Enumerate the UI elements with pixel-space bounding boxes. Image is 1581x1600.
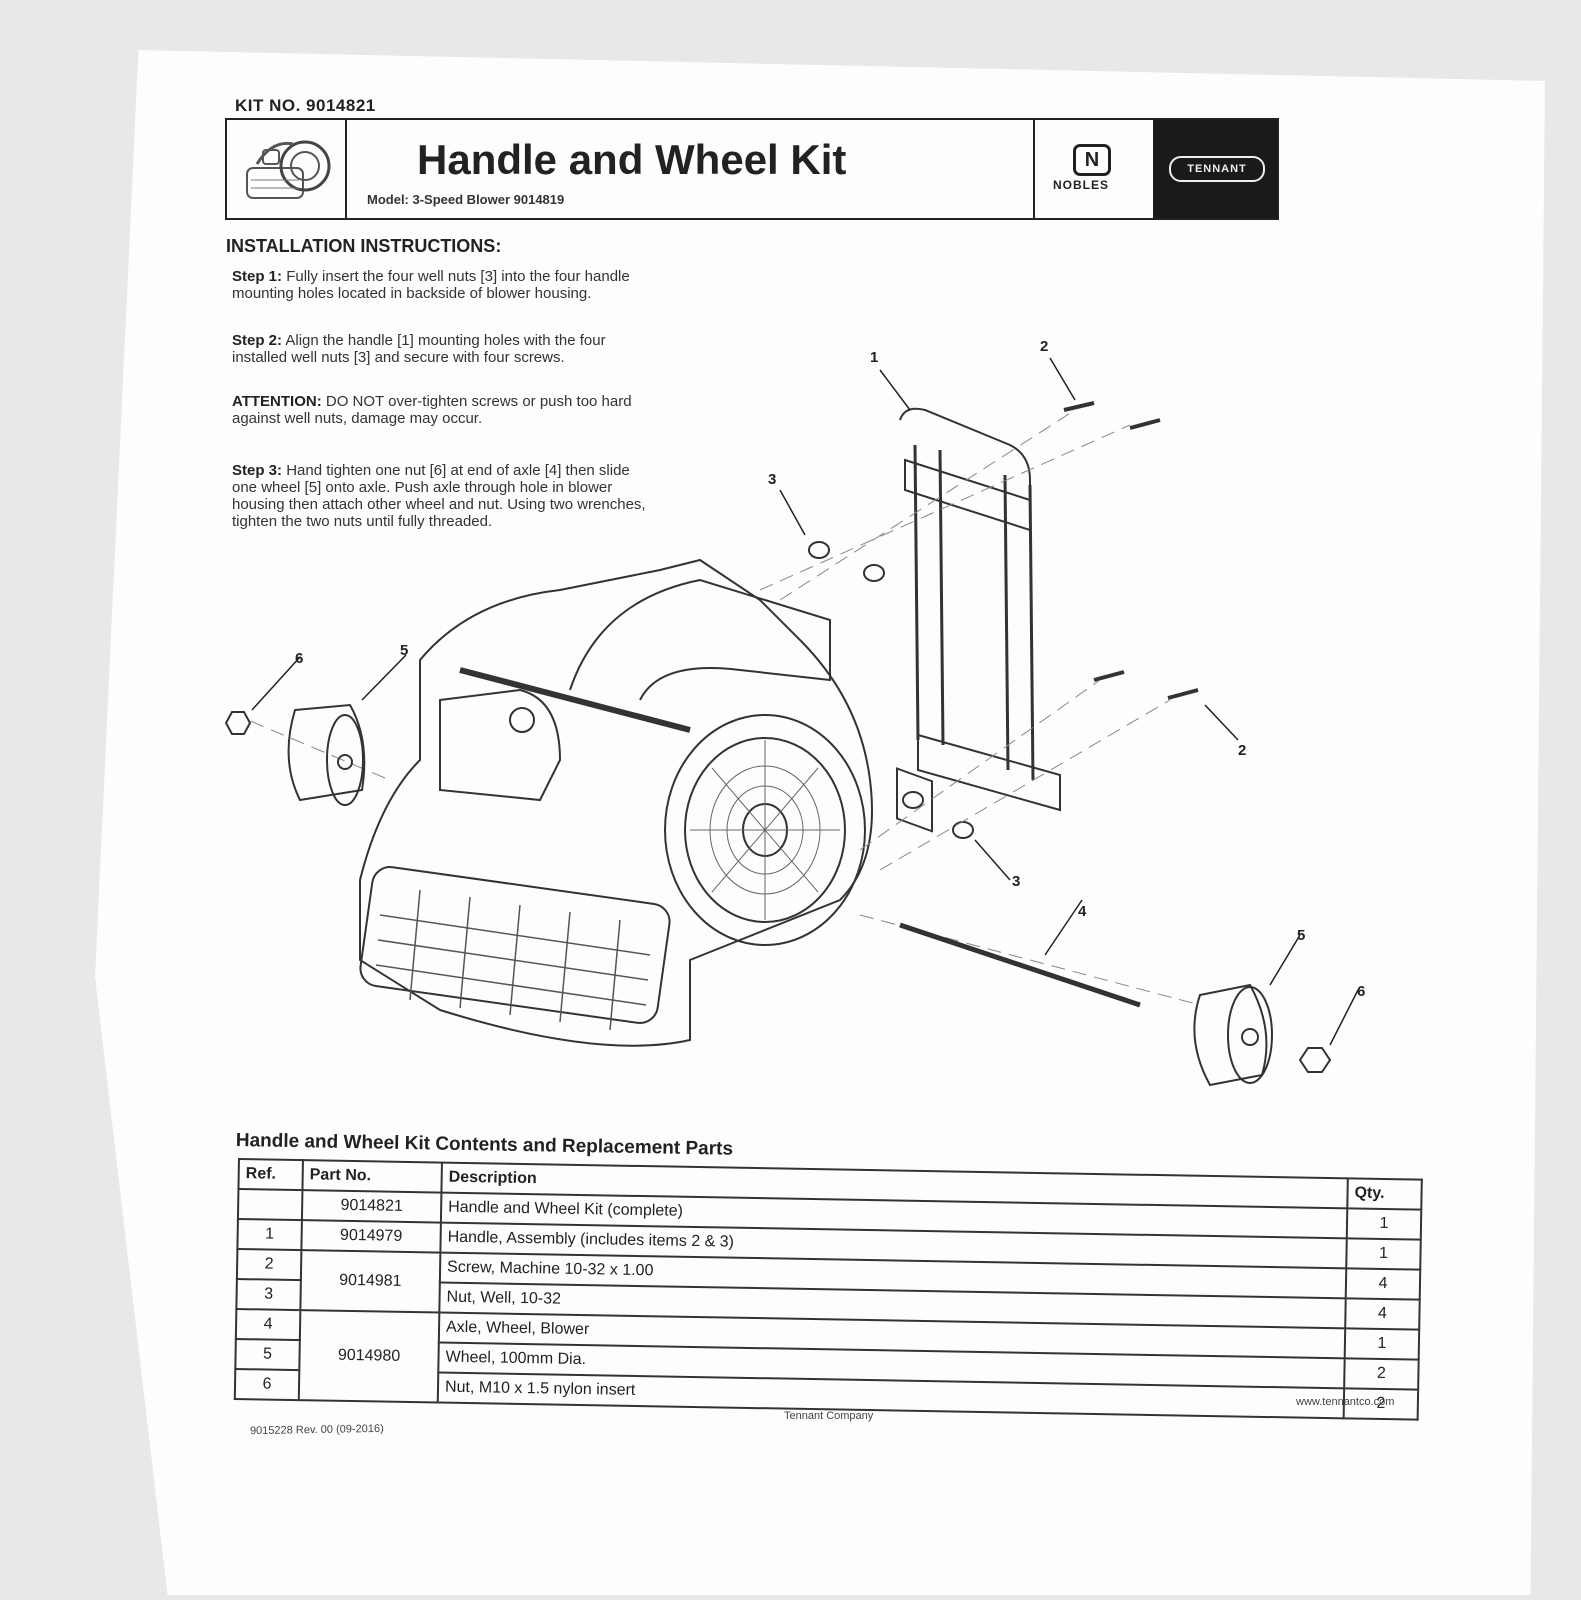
nobles-wordmark: NOBLES xyxy=(1053,178,1110,192)
qty-cell: 4 xyxy=(1345,1268,1421,1300)
callout-3-bottom: 3 xyxy=(1012,873,1020,890)
model-line: Model: 3-Speed Blower 9014819 xyxy=(367,192,565,207)
wheel-left xyxy=(287,703,366,802)
tennant-logo: TENNANT xyxy=(1153,120,1277,218)
ref-cell: 3 xyxy=(236,1278,301,1311)
nut-left xyxy=(224,711,252,735)
nut-right xyxy=(1298,1047,1332,1073)
header-ref: Ref. xyxy=(238,1159,303,1191)
ref-cell: 2 xyxy=(236,1249,302,1281)
kit-number: KIT NO. 9014821 xyxy=(235,96,376,115)
well-nut xyxy=(902,791,924,809)
axle xyxy=(899,922,1141,1008)
ref-cell: 4 xyxy=(235,1308,301,1341)
step-3-label: Step 3: xyxy=(232,462,283,479)
callout-6-left: 6 xyxy=(295,650,303,667)
attention-text: DO NOT over-tighten screws or push too h… xyxy=(232,393,632,427)
callout-4: 4 xyxy=(1078,903,1087,920)
blower-fan-outer xyxy=(664,714,866,946)
nobles-icon: N xyxy=(1073,144,1111,176)
blower-control-panel xyxy=(439,688,562,802)
header-box: Handle and Wheel Kit Model: 3-Speed Blow… xyxy=(225,118,1279,220)
header-part-no: Part No. xyxy=(302,1160,442,1193)
ref-cell: 5 xyxy=(235,1338,300,1371)
callout-2-bottom: 2 xyxy=(1238,742,1246,759)
callout-2-top: 2 xyxy=(1040,338,1048,355)
step-2: Step 2: Align the handle [1] mounting ho… xyxy=(232,332,652,366)
callout-6-right: 6 xyxy=(1357,983,1365,1000)
qty-cell: 1 xyxy=(1346,1208,1422,1240)
attention-note: ATTENTION: DO NOT over-tighten screws or… xyxy=(232,393,652,427)
part-cell: 9014979 xyxy=(301,1220,441,1253)
step-3: Step 3: Hand tighten one nut [6] at end … xyxy=(232,462,652,530)
callout-1: 1 xyxy=(870,349,878,366)
parts-table: Ref. Part No. Description Qty. 9014821 H… xyxy=(234,1158,1423,1421)
qty-cell: 4 xyxy=(1345,1298,1420,1330)
page-title: Handle and Wheel Kit xyxy=(417,136,847,183)
step-2-text: Align the handle [1] mounting holes with… xyxy=(232,332,606,366)
document-revision: 9015228 Rev. 00 (09-2016) xyxy=(249,1422,384,1438)
wheel-right xyxy=(1193,983,1268,1087)
qty-cell: 1 xyxy=(1346,1238,1421,1270)
qty-cell: 2 xyxy=(1344,1358,1419,1390)
well-nut xyxy=(863,564,885,582)
company-name: Tennant Company xyxy=(784,1410,874,1422)
instructions-heading: INSTALLATION INSTRUCTIONS: xyxy=(226,236,502,256)
website-url: www.tennantco.com xyxy=(1296,1396,1395,1408)
tennant-wordmark: TENNANT xyxy=(1169,156,1265,182)
ref-cell: 6 xyxy=(234,1368,300,1401)
step-3-text: Hand tighten one nut [6] at end of axle … xyxy=(232,462,646,530)
callout-5-left: 5 xyxy=(400,642,408,659)
blower-grille xyxy=(359,866,671,1024)
step-1-text: Fully insert the four well nuts [3] into… xyxy=(232,268,630,302)
well-nut xyxy=(952,821,974,839)
step-2-label: Step 2: xyxy=(232,332,283,349)
attention-label: ATTENTION: xyxy=(232,393,322,410)
step-1: Step 1: Fully insert the four well nuts … xyxy=(232,268,652,302)
nobles-logo: N NOBLES xyxy=(1033,120,1153,218)
blower-fan xyxy=(684,737,846,923)
callout-3-top: 3 xyxy=(768,471,776,488)
part-cell: 9014980 xyxy=(298,1310,440,1403)
qty-cell: 1 xyxy=(1344,1328,1420,1360)
step-1-label: Step 1: xyxy=(232,268,283,285)
part-cell: 9014821 xyxy=(301,1190,442,1223)
part-cell: 9014981 xyxy=(300,1250,441,1313)
blower-handle xyxy=(569,578,831,701)
title-area: Handle and Wheel Kit Model: 3-Speed Blow… xyxy=(347,120,1032,218)
well-nut xyxy=(808,541,830,559)
blower-housing xyxy=(359,558,873,1047)
ref-cell: 1 xyxy=(237,1219,302,1251)
callout-5-right: 5 xyxy=(1297,927,1305,944)
header-qty: Qty. xyxy=(1347,1178,1422,1210)
ref-cell xyxy=(237,1189,303,1221)
blower-thumbnail xyxy=(227,120,347,218)
